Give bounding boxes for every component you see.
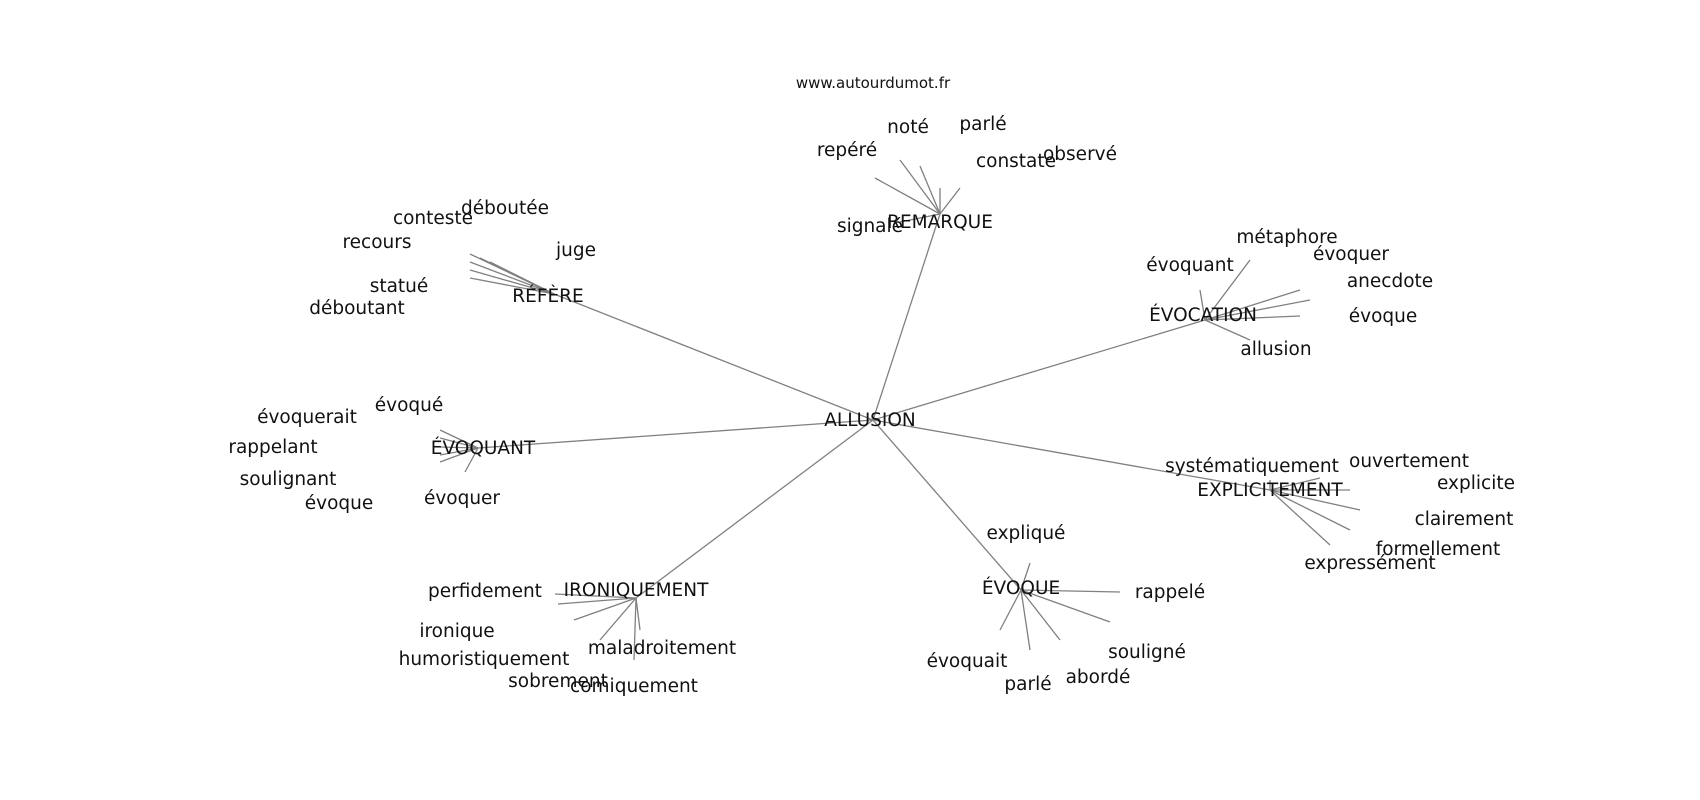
center-node-label: ALLUSION	[824, 410, 916, 431]
edge-hub-to-leaf	[1269, 489, 1351, 531]
edge-center-to-hub	[872, 213, 941, 421]
edge-hub-to-leaf	[469, 261, 555, 295]
edge-hub-to-leaf	[489, 261, 555, 295]
leaf-node-label: anecdote	[1347, 271, 1433, 292]
leaf-node-label: soulignant	[240, 469, 337, 490]
edge-hub-to-leaf	[1204, 299, 1311, 321]
leaf-node-label: expliqué	[987, 523, 1066, 544]
hub-node-label: ÉVOQUE	[982, 577, 1060, 599]
edge-hub-to-leaf	[464, 447, 479, 473]
edge-hub-to-leaf	[1269, 489, 1361, 511]
edge-hub-to-leaf	[1204, 259, 1251, 321]
leaf-node-label: allusion	[1240, 339, 1311, 360]
leaf-node-label: statué	[370, 276, 429, 297]
leaf-node-label: systématiquement	[1165, 456, 1339, 477]
edge-hub-to-leaf	[874, 177, 941, 215]
edge-center-to-hub	[872, 319, 1206, 421]
leaf-node-label: parlé	[959, 114, 1006, 135]
edge-hub-to-leaf	[635, 597, 641, 631]
leaf-node-label: comiquement	[570, 676, 698, 697]
leaf-node-label: formellement	[1376, 539, 1501, 560]
leaf-node-label: abordé	[1066, 667, 1131, 688]
edge-center-to-hub	[872, 419, 1271, 491]
edge-hub-to-leaf	[1020, 589, 1031, 651]
leaf-node-label: clairement	[1415, 509, 1514, 530]
edge-hub-to-leaf	[1204, 289, 1301, 321]
graph-edges	[439, 159, 1361, 661]
hub-node-label: ÉVOCATION	[1149, 304, 1257, 326]
leaf-node-label: conteste	[393, 208, 473, 229]
leaf-node-label: ouvertement	[1349, 451, 1469, 472]
leaf-node-label: rappelé	[1135, 582, 1205, 603]
edge-hub-to-leaf	[469, 277, 555, 295]
hub-node-label: REMARQUE	[887, 212, 993, 233]
edge-hub-to-leaf	[557, 597, 637, 605]
edge-hub-to-leaf	[439, 446, 479, 449]
leaf-node-label: signalé	[837, 216, 903, 237]
edge-hub-to-leaf	[633, 597, 637, 661]
leaf-node-label: évoquant	[1146, 255, 1233, 276]
leaf-node-label: déboutant	[309, 298, 404, 319]
hub-node-label: IRONIQUEMENT	[564, 580, 709, 601]
leaf-node-label: évoquait	[927, 651, 1008, 672]
edge-hub-to-leaf	[939, 187, 961, 215]
edge-hub-to-leaf	[439, 437, 479, 449]
edge-hub-to-leaf	[599, 597, 637, 641]
edge-hub-to-leaf	[1199, 289, 1206, 321]
edge-hub-to-leaf	[439, 447, 479, 463]
leaf-node-label: observé	[1043, 144, 1117, 165]
edge-hub-to-leaf	[1269, 489, 1331, 546]
leaf-node-label: expressément	[1304, 553, 1435, 574]
leaf-node-label: souligné	[1108, 642, 1186, 663]
leaf-node-label: déboutée	[461, 198, 549, 219]
leaf-node-label: évoquer	[424, 488, 500, 509]
leaf-node-label: juge	[555, 240, 596, 261]
edge-hub-to-leaf	[899, 159, 941, 215]
leaf-node-label: humoristiquement	[399, 649, 570, 670]
leaf-node-label: métaphore	[1236, 227, 1337, 248]
hub-node-label: EXPLICITEMENT	[1197, 480, 1343, 501]
hub-node-label: ÉVOQUANT	[431, 437, 536, 459]
edge-hub-to-leaf	[1269, 477, 1321, 491]
leaf-node-label: noté	[887, 117, 929, 138]
leaf-node-label: perfidement	[428, 581, 542, 602]
edge-hub-to-leaf	[1020, 562, 1031, 591]
leaf-node-label: parlé	[1004, 674, 1051, 695]
leaf-node-label: constate	[976, 151, 1056, 172]
edge-hub-to-leaf	[1204, 319, 1251, 341]
edge-center-to-hub	[553, 293, 874, 421]
leaf-node-label: explicite	[1437, 473, 1515, 494]
leaf-node-label: maladroitement	[588, 638, 736, 659]
hub-node-label: RÉFÈRE	[512, 285, 583, 307]
source-label: www.autourdumot.fr	[796, 74, 951, 92]
leaf-node-label: évoque	[305, 493, 374, 514]
edge-hub-to-leaf	[439, 429, 479, 449]
edge-hub-to-leaf	[999, 589, 1022, 631]
leaf-node-label: recours	[342, 232, 411, 253]
edge-center-to-hub	[477, 419, 874, 449]
edge-hub-to-leaf	[899, 213, 941, 223]
edge-hub-to-leaf	[1204, 315, 1301, 321]
leaf-node-label: évoquerait	[257, 407, 357, 428]
edge-hub-to-leaf	[1020, 589, 1061, 641]
leaf-node-label: rappelant	[228, 437, 317, 458]
edge-hub-to-leaf	[919, 165, 941, 215]
leaf-node-label: repéré	[817, 140, 877, 161]
leaf-node-label: sobrement	[508, 671, 608, 692]
edge-center-to-hub	[635, 419, 874, 599]
leaf-node-label: évoque	[1349, 306, 1418, 327]
edge-hub-to-leaf	[554, 593, 637, 599]
leaf-node-label: évoquer	[1313, 244, 1389, 265]
edge-hub-to-leaf	[469, 269, 555, 295]
edge-center-to-hub	[872, 419, 1022, 591]
edge-hub-to-leaf	[439, 447, 479, 456]
leaf-node-label: évoqué	[375, 395, 444, 416]
edge-hub-to-leaf	[1020, 589, 1111, 623]
leaf-node-label: ironique	[419, 621, 494, 642]
edge-hub-to-leaf	[573, 597, 637, 621]
edge-hub-to-leaf	[1020, 589, 1121, 593]
